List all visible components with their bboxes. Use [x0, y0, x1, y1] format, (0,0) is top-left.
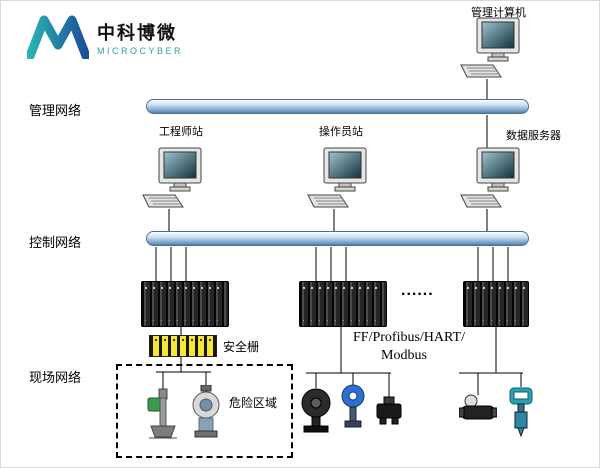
operator-station-label: 操作员站 — [319, 126, 363, 138]
hazard-area-box — [116, 364, 293, 458]
controller-rack-2 — [299, 281, 387, 327]
data-server-node — [459, 147, 523, 214]
pressure-transmitter-device — [340, 384, 366, 437]
logo-brand-cn: 中科博微 — [97, 22, 177, 43]
control-network-bus — [146, 231, 529, 246]
logo-mark-icon — [27, 15, 89, 59]
field-network-label: 现场网络 — [29, 370, 82, 385]
fieldbus-protocols-label: FF/Profibus/HART/ Modbus — [353, 330, 465, 364]
logo-brand-en: MICROCYBER — [97, 45, 184, 56]
control-valve-icon — [147, 388, 177, 439]
controller-rack-1 — [141, 281, 229, 327]
pressure-transmitter-icon — [341, 384, 365, 428]
desktop-computer-icon — [307, 147, 367, 208]
desktop-computer-icon — [460, 17, 520, 78]
black-flowmeter-device — [299, 386, 333, 439]
hazard-area-label: 危险区域 — [229, 396, 278, 410]
fieldbus-line2: Modbus — [381, 348, 427, 363]
flowmeter-icon — [192, 384, 220, 438]
desktop-computer-icon — [460, 147, 520, 208]
management-network-label: 管理网络 — [29, 103, 82, 118]
smart-transmitter-device — [506, 386, 536, 443]
management-computer-node — [459, 17, 523, 84]
management-network-bus — [146, 99, 529, 114]
control-valve-device — [143, 387, 183, 444]
gauge-device — [458, 393, 498, 428]
gauge-device-icon — [458, 394, 498, 420]
operator-station-node — [306, 147, 370, 214]
safety-barrier — [149, 335, 217, 357]
control-network-label: 控制网络 — [29, 235, 82, 250]
black-flowmeter-icon — [301, 388, 331, 433]
mgmt-computer-label: 管理计算机 — [471, 7, 526, 19]
microcyber-logo: 中科博微 MICROCYBER — [27, 15, 183, 59]
smart-transmitter-icon — [509, 387, 533, 438]
engineer-station-label: 工程师站 — [159, 126, 203, 138]
small-valve-icon — [376, 396, 402, 425]
engineer-station-node — [141, 147, 205, 214]
logo-text-block: 中科博微 MICROCYBER — [97, 19, 183, 56]
controller-rack-3 — [463, 281, 529, 327]
flowmeter-device — [187, 384, 225, 446]
fieldbus-line1: FF/Profibus/HART/ — [353, 330, 465, 345]
small-valve-device — [375, 396, 403, 431]
controllers-ellipsis: ...... — [401, 282, 434, 299]
safety-barrier-label: 安全栅 — [223, 340, 260, 354]
data-server-label: 数据服务器 — [506, 130, 561, 142]
desktop-computer-icon — [142, 147, 202, 208]
